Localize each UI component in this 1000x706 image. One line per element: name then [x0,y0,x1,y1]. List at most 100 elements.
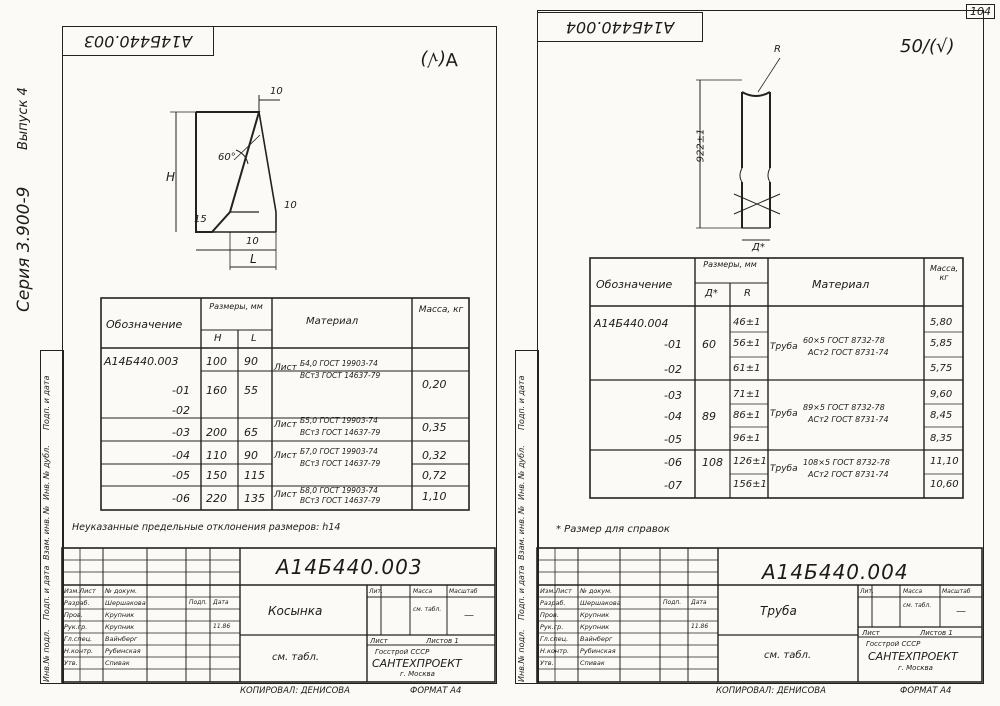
side-label-left: Инв. № дубл. [42,445,51,500]
left-mat-mass: 0,72 [422,469,447,482]
right-title-name: Труба [760,604,797,618]
right-tb-person: Спивак [580,659,605,667]
right-mat-prefix: Труба [770,409,798,419]
left-tb-person: Крупник [105,623,135,631]
right-format: ФОРМАТ А4 [900,686,952,696]
right-row-mass: 10,60 [930,479,959,490]
left-row-code: -03 [172,426,190,439]
left-tb-date: 11.86 [213,623,231,630]
left-row-h: 160 [206,384,227,397]
right-row-code: А14Б440.004 [594,317,669,330]
left-tb-role: Утв. [64,659,78,667]
left-tb-person: Вайнберг [105,635,138,643]
left-mat-bottom: ВСт3 ГОСТ 14637-79 [300,496,381,505]
left-mat-prefix: Лист [274,420,297,430]
right-tb-role: Утв. [540,659,554,667]
right-tb-city: г. Москва [898,664,933,672]
left-title-code: А14Б440.003 [276,555,423,579]
left-row-l: 90 [244,449,258,462]
right-mat-top: 60×5 ГОСТ 8732-78 [803,336,885,345]
left-tb-role: Н.контр. [64,647,94,655]
left-mat-top: Б7,0 ГОСТ 19903-74 [300,447,378,456]
side-label-right: Подп. и дата [517,375,526,431]
left-dim-L: L [250,252,257,266]
right-mat-top: 108×5 ГОСТ 8732-78 [803,458,890,467]
right-row-r: 86±1 [733,410,761,421]
right-th-mass: Масса, кг [929,264,959,282]
left-tb-sheet: Лист [370,637,388,645]
right-row-r: 46±1 [733,317,761,328]
right-row-mass: 11,10 [930,456,959,467]
left-mat-mass: 0,35 [422,421,447,434]
right-row-d: 108 [702,456,723,469]
right-tb-role: Гл.спец. [540,635,569,643]
left-mat-mass: 0,32 [422,449,447,462]
right-mat-prefix: Труба [770,464,798,474]
left-row-l: 90 [244,355,258,368]
left-format: ФОРМАТ А4 [410,686,462,696]
left-row-h: 110 [206,449,227,462]
left-row-l: 55 [244,384,258,397]
right-row-r: 61±1 [733,363,761,374]
right-mat-bottom: АСт2 ГОСТ 8731-74 [808,415,889,424]
left-mat-top: Б8,0 ГОСТ 19903-74 [300,486,378,495]
right-tb-role: Пров. [540,611,559,619]
left-mat-top: Б4,0 ГОСТ 19903-74 [300,359,378,368]
right-row-mass: 8,35 [930,433,953,444]
right-th-designation: Обозначение [596,278,673,291]
left-tb-role: Изм.Лист [64,587,96,595]
left-th-l: L [251,333,257,344]
side-label-left: Взам. инв. № [42,505,51,560]
right-th-material: Материал [812,278,870,291]
side-label-right: Инв.№ подл. [517,629,526,682]
left-th-mass: Масса, кг [418,305,464,315]
left-tb-date-head: Дата [213,599,229,606]
right-tb-person: № докум. [580,587,613,595]
right-th-r: R [744,288,751,299]
right-dim-r: R [774,44,781,55]
right-dim-d: Д* [752,242,765,253]
right-tb-person: Рубинская [580,647,616,655]
right-tb-person: Крупник [580,623,610,631]
left-row-l: 65 [244,426,258,439]
left-mat-prefix: Лист [274,490,297,500]
right-row-mass: 9,60 [930,389,953,400]
right-row-code: -03 [664,389,682,402]
right-title-material: см. табл. [764,650,812,661]
right-mat-top: 89×5 ГОСТ 8732-78 [803,403,885,412]
right-row-r: 71±1 [733,389,761,400]
right-tb-person: Шершакова [580,599,621,607]
left-row-code: -04 [172,449,190,462]
side-label-left: Подп. и дата [42,375,51,431]
right-row-mass: 5,75 [930,363,953,374]
left-row-code: -01 [172,384,190,397]
right-tb-date: 11.86 [691,623,709,630]
right-roughness: 50/(√) [900,36,955,57]
right-copy: КОПИРОВАЛ: ДЕНИСОВА [716,686,826,696]
left-copy: КОПИРОВАЛ: ДЕНИСОВА [240,686,350,696]
left-tb-mass: Масса [413,588,433,595]
left-tb-person: Спивак [105,659,130,667]
left-tb-person: № докум. [105,587,138,595]
right-row-d: 60 [702,338,716,351]
left-mat-mass: 0,20 [422,378,447,391]
left-mat-bottom: ВСт3 ГОСТ 14637-79 [300,371,381,380]
right-tb-scale: Масштаб [942,588,971,595]
side-label-left: Подп. и дата [42,565,51,621]
right-th-d: Д* [705,288,718,299]
left-tb-person: Шершакова [105,599,146,607]
right-row-code: -07 [664,479,682,492]
left-tb-scale-val: — [464,610,474,621]
left-tb-sign-head: Подп. [189,599,208,606]
left-dim-top: 10 [270,86,283,97]
right-tb-mass-val: см. табл. [903,602,932,609]
left-tb-person: Рубинская [105,647,141,655]
left-dim-angle: 60° [218,152,236,163]
right-tb-person: Крупник [580,611,610,619]
left-mat-bottom: ВСт3 ГОСТ 14637-79 [300,459,381,468]
left-row-code: -05 [172,469,190,482]
left-mat-mass: 1,10 [422,490,447,503]
